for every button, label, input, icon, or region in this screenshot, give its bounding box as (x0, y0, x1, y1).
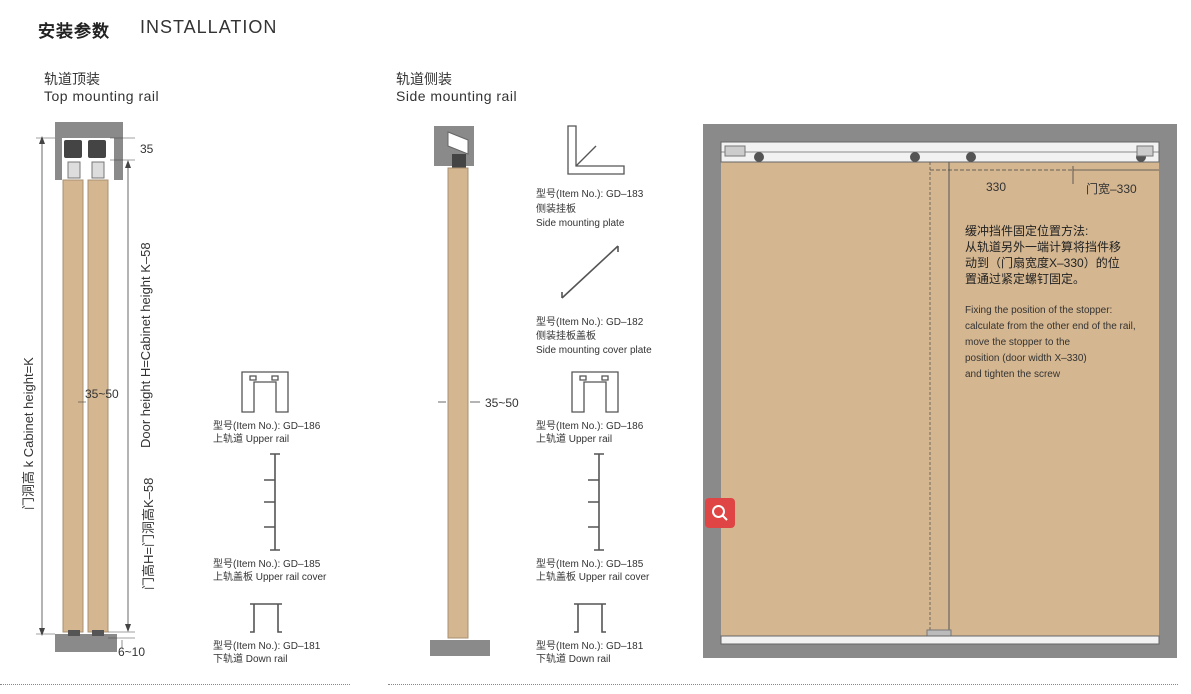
label-door-height: Door height H=Cabinet height K–58 (138, 242, 153, 448)
item-186-right: 型号(Item No.): GD–186 (536, 421, 644, 432)
top-mount-title-cn: 轨道顶装 (44, 71, 100, 87)
front-view-diagram (703, 124, 1177, 658)
divider-left (0, 684, 350, 685)
item-182: 型号(Item No.): GD–182 (536, 317, 644, 328)
name-186-right: 上轨道 Upper rail (536, 434, 613, 445)
door-panel-right (87, 179, 109, 633)
name-183-cn: 侧装挂板 (536, 204, 576, 215)
door-panel-left (62, 179, 84, 633)
dim-bottom: 6~10 (118, 645, 146, 659)
dim-gap-side: 35~50 (485, 396, 519, 410)
divider-right (388, 684, 1178, 685)
top-mount-title-en: Top mounting rail (44, 88, 160, 104)
item-181-left: 型号(Item No.): GD–181 (213, 641, 321, 652)
name-181-left: 下轨道 Down rail (213, 654, 288, 665)
item-185-left: 型号(Item No.): GD–185 (213, 559, 321, 570)
down-rail-left (250, 603, 282, 633)
zoom-button[interactable] (705, 498, 735, 528)
floor-block (55, 634, 117, 652)
item-183: 型号(Item No.): GD–183 (536, 189, 644, 200)
page-title-cn: 安装参数 (38, 22, 110, 41)
dim-gap-top: 35~50 (85, 387, 119, 401)
name-183-en: Side mounting plate (536, 218, 625, 229)
note-cn-line: 缓冲挡件固定位置方法: (965, 224, 1089, 238)
name-181-right: 下轨道 Down rail (536, 654, 611, 665)
note-en-line: Fixing the position of the stopper: (965, 305, 1113, 316)
search-icon (712, 505, 728, 521)
note-en-line: position (door width X–330) (965, 353, 1087, 364)
stopper-note-en: Fixing the position of the stopper: calc… (965, 303, 1136, 383)
side-door-panel (447, 167, 469, 639)
note-cn-line: 置通过紧定螺钉固定。 (965, 272, 1086, 286)
side-mount-title-en: Side mounting rail (396, 88, 518, 104)
name-182-cn: 侧装挂板盖板 (536, 331, 596, 342)
upper-rail-cover-left (264, 453, 280, 551)
item-181-right: 型号(Item No.): GD–181 (536, 641, 644, 652)
note-cn-line: 从轨道另外一端计算将挡件移 (965, 240, 1122, 254)
side-mounting-cover-profile (561, 245, 619, 299)
dim-top: 35 (140, 142, 154, 156)
side-mounting-plate-profile (567, 125, 625, 175)
bottom-rail (720, 635, 1160, 645)
side-mount-title-cn: 轨道侧装 (396, 71, 452, 87)
upper-rail-profile-left (241, 371, 289, 413)
upper-rail-cover-right (588, 453, 604, 551)
stopper-note-cn: 缓冲挡件固定位置方法: 从轨道另外一端计算将挡件移 动到（门扇宽度X–330）的… (965, 223, 1121, 287)
name-182-en: Side mounting cover plate (536, 345, 652, 356)
note-en-line: calculate from the other end of the rail… (965, 321, 1136, 332)
label-cabinet-height: 门洞高 k Cabinet height=K (21, 357, 36, 510)
note-cn-line: 动到（门扇宽度X–330）的位 (965, 256, 1120, 270)
note-en-line: and tighten the screw (965, 369, 1061, 380)
down-rail-right (574, 603, 606, 633)
stopper-dim-right: 门宽–330 (1086, 182, 1137, 196)
label-door-height-cn: 门高H=门洞高K–58 (141, 477, 156, 590)
stopper-dim-left: 330 (986, 180, 1007, 194)
top-mount-diagram (36, 122, 135, 652)
name-185-left: 上轨盖板 Upper rail cover (213, 572, 327, 583)
door-area (721, 142, 1159, 640)
item-185-right: 型号(Item No.): GD–185 (536, 559, 644, 570)
name-186-left: 上轨道 Upper rail (213, 434, 290, 445)
name-185-right: 上轨盖板 Upper rail cover (536, 572, 650, 583)
item-186-left: 型号(Item No.): GD–186 (213, 421, 321, 432)
side-mount-diagram (430, 126, 490, 656)
page-title-en: INSTALLATION (140, 17, 278, 37)
upper-rail-profile-right (571, 371, 619, 413)
side-floor-block (430, 640, 490, 656)
note-en-line: move the stopper to the (965, 337, 1071, 348)
